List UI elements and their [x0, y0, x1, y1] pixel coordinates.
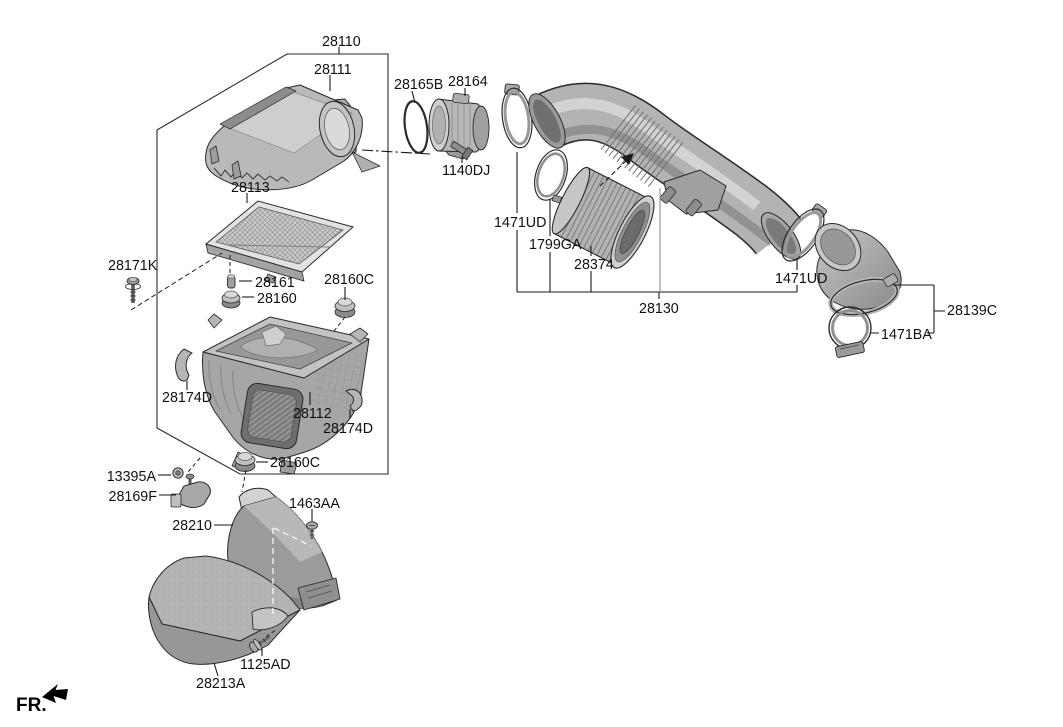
air-filter-element-art [204, 200, 355, 284]
resonator-bellows-28374-art [551, 166, 655, 269]
part-label-28164[interactable]: 28164 [448, 74, 488, 90]
screw-1463aa-art [306, 521, 318, 539]
air-cleaner-cover-art [205, 84, 381, 191]
part-label-28113[interactable]: 28113 [231, 180, 270, 196]
part-label-1463aa[interactable]: 1463AA [289, 496, 340, 512]
part-label-28210[interactable]: 28210 [172, 518, 212, 534]
part-label-28130[interactable]: 28130 [639, 301, 679, 317]
bracket-28174d-left-art [175, 348, 193, 382]
elbow-duct-28139c-art [814, 222, 902, 318]
clamp-1471ud-left-art [501, 83, 533, 149]
intake-hose-28130-art [528, 82, 803, 260]
pin-28161-art [227, 274, 236, 289]
part-label-28110[interactable]: 28110 [322, 34, 361, 50]
clamp-ring-1799ga-art [534, 149, 568, 204]
bracket-28169f-art [170, 473, 211, 508]
air-guide-28213a-art [148, 555, 301, 665]
front-direction-arrow-icon [42, 684, 68, 703]
part-label-28161[interactable]: 28161 [255, 275, 295, 291]
part-label-1125ad[interactable]: 1125AD [240, 657, 291, 673]
part-label-28174d-right[interactable]: 28174D [323, 421, 373, 437]
part-label-28160c-top[interactable]: 28160C [324, 272, 374, 288]
part-label-1140dj[interactable]: 1140DJ [442, 163, 490, 179]
part-label-28171k[interactable]: 28171K [108, 258, 158, 274]
front-marker-label: FR. [16, 695, 47, 716]
grommet-28160c-bottom-art [234, 452, 256, 472]
assembly-28110-group-box [156, 53, 389, 475]
part-label-28160c-bottom[interactable]: 28160C [270, 455, 320, 471]
bracket-28174d-right-art [345, 388, 363, 412]
part-label-1471ba[interactable]: 1471BA [881, 327, 932, 343]
construction-lines [130, 149, 629, 638]
part-label-28374[interactable]: 28374 [574, 257, 614, 273]
install-arrowhead [621, 153, 634, 165]
part-label-28174d-left[interactable]: 28174D [162, 390, 212, 406]
part-label-28111[interactable]: 28111 [314, 62, 352, 78]
nut-13395a-art [172, 467, 184, 479]
part-label-1471ud-left[interactable]: 1471UD [494, 215, 546, 231]
bolt-28171k-art [125, 276, 141, 303]
bolt-1140dj-art [449, 140, 474, 161]
part-label-28213a[interactable]: 28213A [196, 676, 246, 692]
part-label-28165b[interactable]: 28165B [394, 77, 443, 93]
part-label-1471ud-right[interactable]: 1471UD [775, 271, 827, 287]
grommet-28160-art [221, 290, 241, 309]
part-label-28139c[interactable]: 28139C [947, 303, 997, 319]
seal-oring-28165b-art [403, 100, 429, 154]
leader-lines [158, 47, 945, 677]
clamp-1471ba-art [828, 306, 872, 358]
part-label-28169f[interactable]: 28169F [109, 489, 158, 505]
part-label-28160[interactable]: 28160 [257, 291, 297, 307]
grommet-28160c-top-art [334, 297, 356, 318]
air-cleaner-body-art [202, 313, 370, 475]
part-label-13395a[interactable]: 13395A [107, 469, 157, 485]
part-label-1799ga[interactable]: 1799GA [529, 237, 582, 253]
front-direction-marker: FR. [16, 684, 68, 716]
screw-1125ad-art [249, 635, 271, 653]
part-label-28112[interactable]: 28112 [293, 406, 332, 422]
